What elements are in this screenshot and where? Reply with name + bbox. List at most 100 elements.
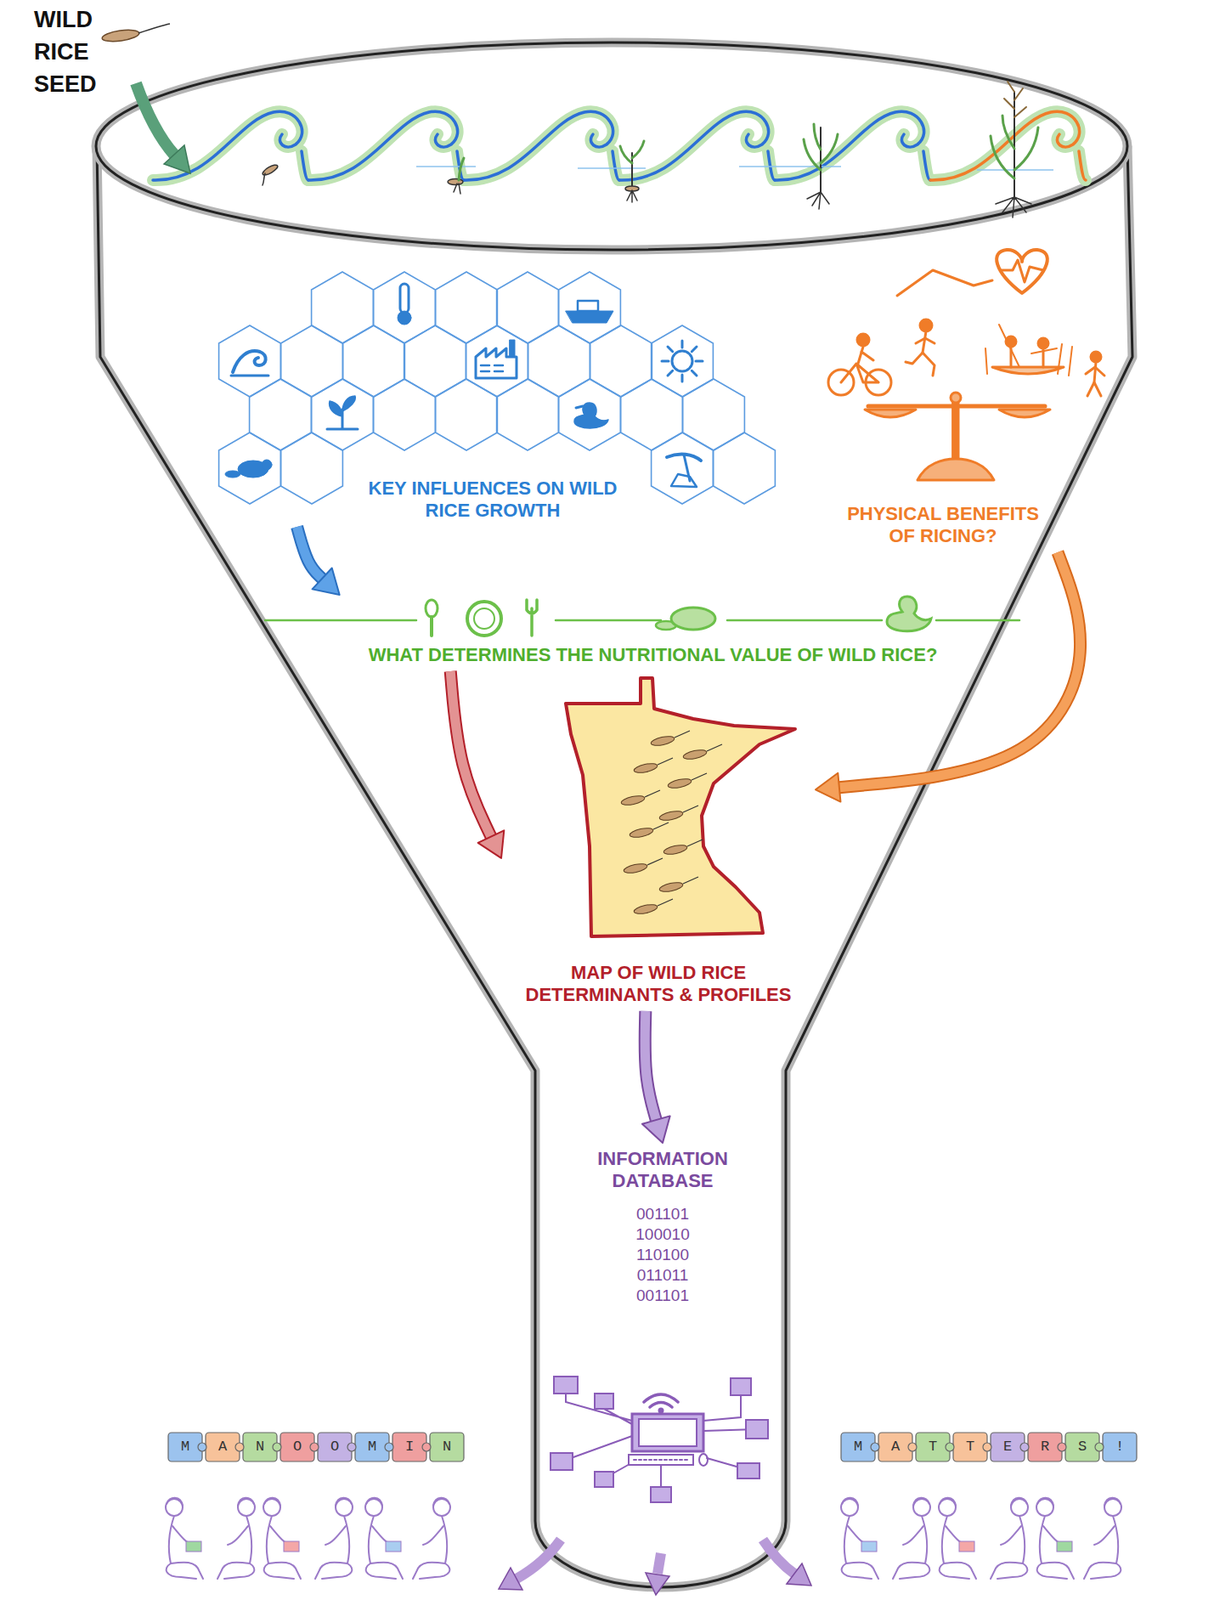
- connector-outline: [839, 552, 1081, 788]
- scale-post: [952, 399, 960, 461]
- seed-marker: [628, 826, 654, 840]
- network-node: [650, 1486, 672, 1502]
- beaver-icon: [261, 459, 272, 470]
- growth-stages: [261, 81, 1039, 218]
- thermometer-icon: [397, 310, 412, 325]
- connector-line: [644, 1010, 656, 1120]
- funnel-outline: [96, 146, 1133, 1587]
- hex-cell: [621, 378, 684, 451]
- network-node: [594, 1471, 614, 1487]
- laptop: [1056, 1541, 1073, 1552]
- laptop: [861, 1541, 877, 1552]
- hex-cell: [528, 325, 591, 397]
- monitor: [632, 1413, 704, 1452]
- connector-line: [839, 552, 1081, 788]
- influences-panel: KEY INFLUENCES ON WILD RICE GROWTH: [220, 276, 765, 527]
- output-arrows: [498, 1539, 812, 1595]
- seated-person: [217, 1497, 255, 1579]
- figure-label: WILD RICE SEED: [33, 3, 106, 101]
- factory-icon: [509, 339, 515, 357]
- wave-line: [619, 111, 775, 181]
- seed: [261, 163, 280, 177]
- wave-line: [152, 111, 309, 181]
- runner-arms: [915, 338, 935, 344]
- puzzle-word: MANOOMIN: [180, 1432, 480, 1462]
- node-heading: MAP OF WILD RICE DETERMINANTS & PROFILES: [513, 961, 803, 1006]
- hex-cell: [373, 378, 436, 451]
- hex-cell: [435, 271, 498, 344]
- wifi-icon: [659, 1408, 664, 1413]
- output-arrow-head: [786, 1563, 812, 1586]
- cyclist-frame: [841, 363, 879, 383]
- canoe: [992, 367, 1064, 374]
- ricer-head: [1038, 338, 1049, 349]
- water-line: [416, 165, 476, 168]
- arrow-head: [312, 567, 340, 595]
- node-heading: INFORMATION DATABASE: [577, 1147, 748, 1192]
- seated-person: [412, 1497, 451, 1579]
- connector-line: [450, 671, 492, 837]
- output-arrow: [516, 1539, 561, 1579]
- wave-icon: [232, 350, 266, 373]
- cyclist-body: [858, 346, 864, 364]
- network-links: [561, 1393, 757, 1487]
- heart-icon: [996, 249, 1048, 294]
- cyclist-arm: [861, 351, 874, 361]
- node-content: PHYSICAL BENEFITS OF RICING?: [841, 502, 1045, 548]
- leaf: [803, 124, 838, 170]
- funnel-body: [96, 146, 1133, 1587]
- seated-person: [165, 1497, 204, 1579]
- people-group: [165, 1497, 1122, 1579]
- node-content: KEY INFLUENCES ON WILD RICE GROWTH: [352, 477, 633, 522]
- sun-icon: [671, 350, 693, 372]
- hex-cell: [590, 325, 653, 397]
- node-heading: PHYSICAL BENEFITS OF RICING?: [841, 502, 1045, 548]
- spoon-icon: [429, 616, 434, 636]
- hex-cell: [559, 271, 622, 344]
- connector-line: [297, 526, 323, 579]
- sun-icon: [661, 340, 703, 382]
- output-arrow-head: [498, 1567, 523, 1590]
- seated-person: [938, 1497, 977, 1579]
- benefits-illustration: [828, 249, 1105, 480]
- leaf: [990, 115, 1039, 179]
- scale-knob: [950, 392, 961, 403]
- flow-arrow: [450, 671, 504, 859]
- state-map: [565, 677, 796, 937]
- node-body: 001101 100010 110100 011011 001101: [631, 1203, 695, 1306]
- hex-cell: [713, 432, 776, 504]
- hex-cell: [373, 271, 436, 344]
- wave-band: [930, 111, 1086, 181]
- network-node: [745, 1419, 768, 1439]
- flow-arrow: [297, 526, 340, 595]
- seed-marker: [658, 880, 684, 894]
- water-lines: [416, 166, 1054, 170]
- boat-icon: [577, 300, 599, 311]
- seated-person: [263, 1497, 301, 1579]
- seed-awns: [644, 730, 723, 906]
- stem: [819, 127, 822, 192]
- walker-head: [1090, 351, 1102, 362]
- seated-person: [315, 1497, 353, 1579]
- seed-marker: [662, 843, 688, 857]
- flow-arrow: [642, 1010, 671, 1143]
- seated-person: [990, 1497, 1028, 1579]
- influence-icons: [225, 283, 703, 487]
- network-node: [550, 1452, 573, 1470]
- wave-line: [463, 111, 620, 181]
- wave-row: [152, 111, 1086, 181]
- duck-icon: [886, 596, 932, 632]
- hex-cell: [651, 325, 714, 397]
- hex-cell: [311, 378, 374, 451]
- output-arrow: [657, 1552, 661, 1574]
- root: [995, 197, 1032, 218]
- connector-outline: [297, 526, 323, 579]
- keyboard-keys: [633, 1458, 689, 1461]
- leaf: [620, 141, 644, 164]
- hex-cell: [281, 325, 344, 397]
- seated-person: [892, 1497, 931, 1579]
- walker-leg: [1087, 382, 1095, 396]
- arrow-head: [815, 773, 841, 802]
